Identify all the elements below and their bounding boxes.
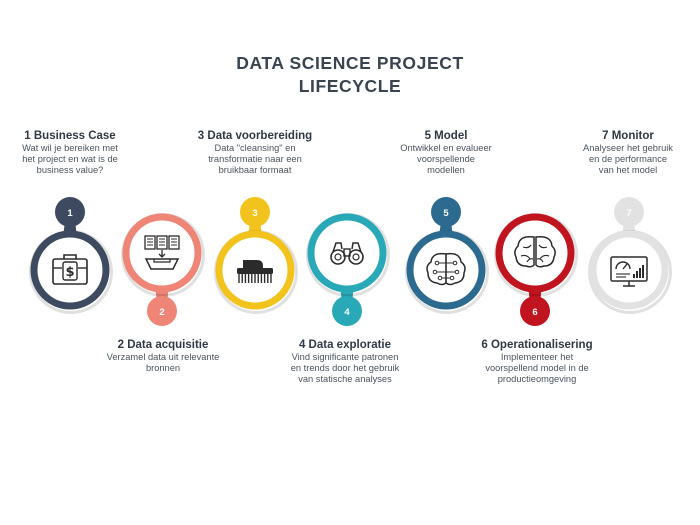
step-7-description: Analyseer het gebruik en de performance … <box>563 143 693 177</box>
page-title: DATA SCIENCE PROJECT LIFECYCLE <box>0 52 700 98</box>
step-6-description: Implementeer het voorspellend model in d… <box>462 352 612 386</box>
step-7-desc-line: en de performance <box>588 154 668 165</box>
step-7-label: 7 Monitor Analyseer het gebruik en de pe… <box>563 129 693 177</box>
briefcase-dollar-icon: $ <box>52 254 88 285</box>
step-5-node: 5 <box>405 197 489 314</box>
step-2-desc-line: Verzamel data uit relevante <box>106 352 220 362</box>
step-4-badge <box>332 296 362 326</box>
step-2-heading: 2 Data acquisitie <box>117 339 209 351</box>
step-7-number: 7 <box>626 208 631 219</box>
step-4-desc-line: en trends door het gebruik <box>290 363 400 374</box>
step-7-node: 7 <box>588 197 672 314</box>
title-line-1: DATA SCIENCE PROJECT <box>236 53 464 73</box>
step-3-number: 3 <box>252 208 257 219</box>
svg-text:$: $ <box>65 265 74 280</box>
step-1-desc-line: het project en wat is de <box>22 154 118 165</box>
brain-icon <box>514 235 556 268</box>
step-6-ring <box>495 213 575 293</box>
step-2-label: 2 Data acquisitie Verzamel data uit rele… <box>88 338 238 374</box>
step-6-node: 6 <box>494 213 578 326</box>
step-5-number: 5 <box>443 208 449 219</box>
title-line-2: LIFECYCLE <box>298 76 402 96</box>
step-7-heading: 7 Monitor <box>602 130 654 142</box>
step-3-desc-line: transformatie naar een <box>208 154 302 165</box>
step-1-badge <box>55 197 85 227</box>
step-3-desc-line: bruikbaar formaat <box>218 165 292 176</box>
step-1-number: 1 <box>67 208 73 219</box>
dashboard-monitor-icon <box>610 256 648 287</box>
step-6-desc-line: productieomgeving <box>497 374 577 385</box>
step-3-desc-line: Data "cleansing" en <box>214 143 296 153</box>
scrub-brush-icon <box>237 260 273 283</box>
step-5-description: Ontwikkel en evalueer voorspellende mode… <box>376 143 516 177</box>
step-6-badge <box>520 296 550 326</box>
step-5-heading: 5 Model <box>424 130 468 142</box>
step-6-desc-line: Implementeer het <box>500 352 574 362</box>
step-3-description: Data "cleansing" en transformatie naar e… <box>185 143 325 177</box>
step-5-desc-line: Ontwikkel en evalueer <box>400 143 492 153</box>
circuit-brain-icon <box>426 252 466 286</box>
step-1-node: 1$ <box>29 197 113 314</box>
step-1-label: 1 Business Case Wat wil je bereiken met … <box>5 129 135 177</box>
step-4-node: 4 <box>306 213 390 326</box>
step-2-number: 2 <box>159 307 164 318</box>
step-6-desc-line: voorspellend model in de <box>485 363 589 374</box>
step-5-desc-line: modellen <box>427 165 465 176</box>
step-4-number: 4 <box>344 307 350 318</box>
step-7-ring <box>589 230 669 310</box>
step-7-desc-line: van het model <box>598 165 658 176</box>
step-4-description: Vind significante patronen en trends doo… <box>270 352 420 386</box>
step-1-heading: 1 Business Case <box>24 130 116 142</box>
step-6-number: 6 <box>532 307 537 318</box>
step-2-desc-line: bronnen <box>145 363 181 374</box>
step-1-desc-line: business value? <box>36 165 104 176</box>
step-6-heading: 6 Operationalisering <box>481 339 593 351</box>
step-4-heading: 4 Data exploratie <box>298 339 392 351</box>
documents-inbox-icon <box>144 235 180 270</box>
step-1-ring <box>30 230 110 310</box>
step-3-node: 3 <box>214 197 298 314</box>
step-3-badge <box>240 197 270 227</box>
step-4-desc-line: Vind significante patronen <box>291 352 399 362</box>
step-4-desc-line: van statische analyses <box>298 374 392 385</box>
step-7-badge <box>614 197 644 227</box>
binoculars-icon <box>330 242 364 265</box>
step-3-heading: 3 Data voorbereiding <box>197 130 313 142</box>
step-2-badge <box>147 296 177 326</box>
step-5-desc-line: voorspellende <box>417 154 475 165</box>
step-5-label: 5 Model Ontwikkel en evalueer voorspelle… <box>376 129 516 177</box>
step-2-node: 2 <box>121 213 205 326</box>
step-2-description: Verzamel data uit relevante bronnen <box>88 352 238 374</box>
step-1-description: Wat wil je bereiken met het project en w… <box>5 143 135 177</box>
step-1-desc-line: Wat wil je bereiken met <box>22 143 118 153</box>
step-4-ring <box>307 213 387 293</box>
step-4-label: 4 Data exploratie Vind significante patr… <box>270 338 420 386</box>
step-6-label: 6 Operationalisering Implementeer het vo… <box>462 338 612 386</box>
step-5-badge <box>431 197 461 227</box>
step-3-label: 3 Data voorbereiding Data "cleansing" en… <box>185 129 325 177</box>
step-7-desc-line: Analyseer het gebruik <box>583 143 673 153</box>
